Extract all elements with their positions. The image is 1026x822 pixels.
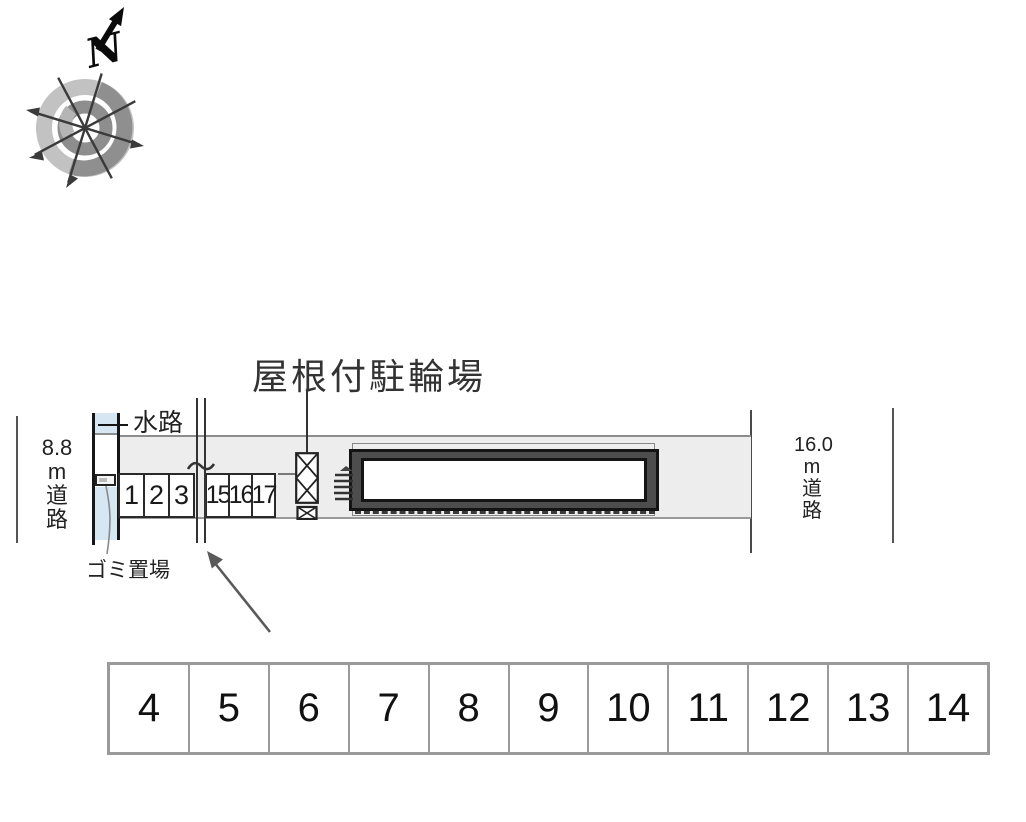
stall-15: 15 bbox=[205, 473, 231, 518]
building-dashed-line bbox=[355, 511, 655, 514]
building bbox=[349, 449, 659, 511]
left-road-kanji-1: 道 bbox=[45, 483, 68, 508]
parking-space-7: 7 bbox=[350, 665, 430, 752]
boundary-line-2 bbox=[204, 398, 206, 543]
right-road-kanji-2: 路 bbox=[802, 500, 822, 522]
north-arrow-icon: N bbox=[79, 7, 129, 78]
parking-space-9: 9 bbox=[510, 665, 590, 752]
compass-spokes bbox=[30, 73, 140, 183]
right-road-edge-line bbox=[892, 408, 894, 543]
stairs-icon bbox=[334, 466, 353, 501]
waterway-label: 水路 bbox=[133, 409, 184, 437]
north-label: N bbox=[79, 23, 129, 78]
stall-3: 3 bbox=[168, 473, 195, 518]
waterway-left-wall bbox=[92, 413, 95, 545]
bicycle-shelter-title: 屋根付駐輪場 bbox=[252, 356, 487, 397]
parking-space-14: 14 bbox=[925, 686, 971, 730]
compass-arrowheads bbox=[26, 107, 144, 188]
parking-space-10: 10 bbox=[589, 665, 670, 752]
left-road-width: 8.8 bbox=[41, 435, 73, 460]
stall-group-right: 15 16 17 bbox=[205, 473, 277, 518]
left-road-kanji-2: 路 bbox=[45, 507, 68, 532]
parking-space-4: 4 bbox=[110, 665, 190, 752]
right-road-kanji-1: 道 bbox=[802, 478, 822, 500]
building-interior bbox=[361, 458, 647, 502]
waterway-cross-line bbox=[95, 433, 117, 435]
parking-space-11: 11 bbox=[669, 665, 750, 752]
break-mark-icon bbox=[186, 461, 216, 471]
stall-16: 16 bbox=[228, 473, 254, 518]
parking-row-table: 4 5 6 7 8 9 10 11 12 13 14 bbox=[107, 662, 990, 755]
stall-1: 1 bbox=[118, 473, 145, 518]
garbage-box-detail bbox=[99, 478, 107, 482]
parking-space-8: 8 bbox=[430, 665, 510, 752]
right-road-label: 16.0 m 道 路 bbox=[794, 434, 833, 522]
right-road-width: 16.0 bbox=[794, 434, 833, 456]
waterway-tick bbox=[98, 424, 128, 426]
bicycle-shelter-leader-line bbox=[306, 390, 308, 454]
site-right-boundary-line bbox=[750, 410, 752, 553]
parking-space-12: 12 bbox=[749, 665, 830, 752]
waterway-water-top bbox=[94, 413, 118, 433]
compass-rose-icon: N bbox=[26, 7, 144, 188]
garbage-label: ゴミ置場 bbox=[86, 559, 170, 582]
parking-space-6: 6 bbox=[270, 665, 350, 752]
stall-17: 17 bbox=[251, 473, 277, 518]
left-road-unit: m bbox=[47, 459, 67, 484]
waterway-water-bottom bbox=[94, 487, 118, 540]
garbage-box-icon bbox=[95, 474, 116, 486]
right-road-unit: m bbox=[803, 456, 821, 478]
parking-space-5: 5 bbox=[190, 665, 270, 752]
stall-group-left: 1 2 3 bbox=[118, 473, 195, 518]
garbage-leader-line bbox=[105, 486, 111, 555]
stall-2: 2 bbox=[143, 473, 170, 518]
stall-top-line-extension bbox=[278, 473, 297, 475]
boundary-line-1 bbox=[196, 398, 198, 543]
parking-space-13: 13 bbox=[829, 665, 910, 752]
left-road-label: 8.8 m 道 路 bbox=[39, 436, 75, 532]
bicycle-parking-icon bbox=[295, 452, 319, 520]
left-road-edge-line bbox=[16, 416, 18, 543]
pointer-arrow-icon bbox=[207, 551, 272, 633]
